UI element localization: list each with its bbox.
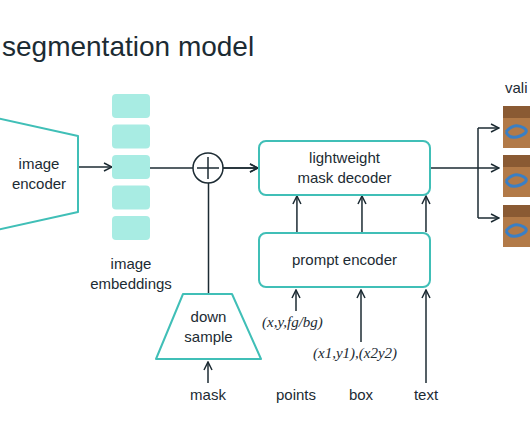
flow-arrow	[425, 196, 427, 232]
input-name: box	[321, 385, 401, 405]
input-arrow	[360, 290, 362, 342]
input-name: mask	[168, 385, 248, 405]
scissors-mark	[506, 175, 526, 187]
sum-symbol	[193, 153, 223, 183]
output-wire	[431, 128, 478, 218]
diagram-title: segmentation model	[2, 30, 254, 64]
mask-thumbnail	[503, 205, 530, 247]
mask-thumbnail	[503, 155, 530, 197]
input-arrow	[425, 290, 427, 383]
thumbnail-shade	[503, 205, 530, 217]
flow-arrow	[209, 168, 259, 293]
output-caption: vali	[505, 78, 528, 98]
flow-arrow	[296, 196, 298, 232]
embedding-cell	[112, 186, 150, 210]
output-thumbnails	[503, 106, 530, 247]
trapezoid-outline	[0, 110, 78, 238]
embedding-cell	[112, 216, 150, 240]
mask-thumbnail	[503, 106, 530, 148]
input-name: text	[386, 385, 466, 405]
scissors-mark	[506, 126, 526, 138]
input-arrow	[295, 290, 297, 311]
trapezoid-outline	[156, 294, 261, 359]
node-label: down sample	[177, 307, 241, 347]
output-arrow	[478, 217, 499, 219]
node-label: image embeddings	[76, 254, 186, 294]
node-outline	[112, 94, 150, 240]
thumbnail-shade	[503, 106, 530, 118]
node-label: image encoder	[4, 154, 74, 194]
embedding-cell	[112, 155, 150, 179]
decoder-box: lightweight mask decoder	[258, 140, 431, 196]
node-outline	[0, 110, 78, 238]
encoder-block: image encoder	[0, 110, 78, 238]
flow-arrow	[361, 196, 363, 232]
output-arrow	[478, 127, 499, 129]
embedding-cell	[112, 125, 150, 149]
output-arrow	[478, 167, 499, 169]
plus-sign	[197, 157, 219, 179]
embedding-cell	[112, 94, 150, 118]
thumbnail-shade	[503, 155, 530, 167]
downsample-block: down sample	[155, 293, 262, 360]
node-label: prompt encoder	[292, 250, 397, 270]
scissors-mark	[506, 225, 526, 237]
node-label: lightweight mask decoder	[290, 148, 400, 188]
coordinate-note: (x,y,fg/bg)	[262, 312, 323, 332]
prompt-encoder-box: prompt encoder	[258, 232, 431, 288]
coordinate-note: (x1,y1),(x2y2)	[313, 343, 397, 363]
input-arrow	[207, 362, 209, 383]
input-name: points	[256, 385, 336, 405]
node-outline	[155, 293, 262, 360]
embedding-stack: image embeddings	[112, 94, 150, 240]
flow-arrow	[78, 166, 112, 168]
